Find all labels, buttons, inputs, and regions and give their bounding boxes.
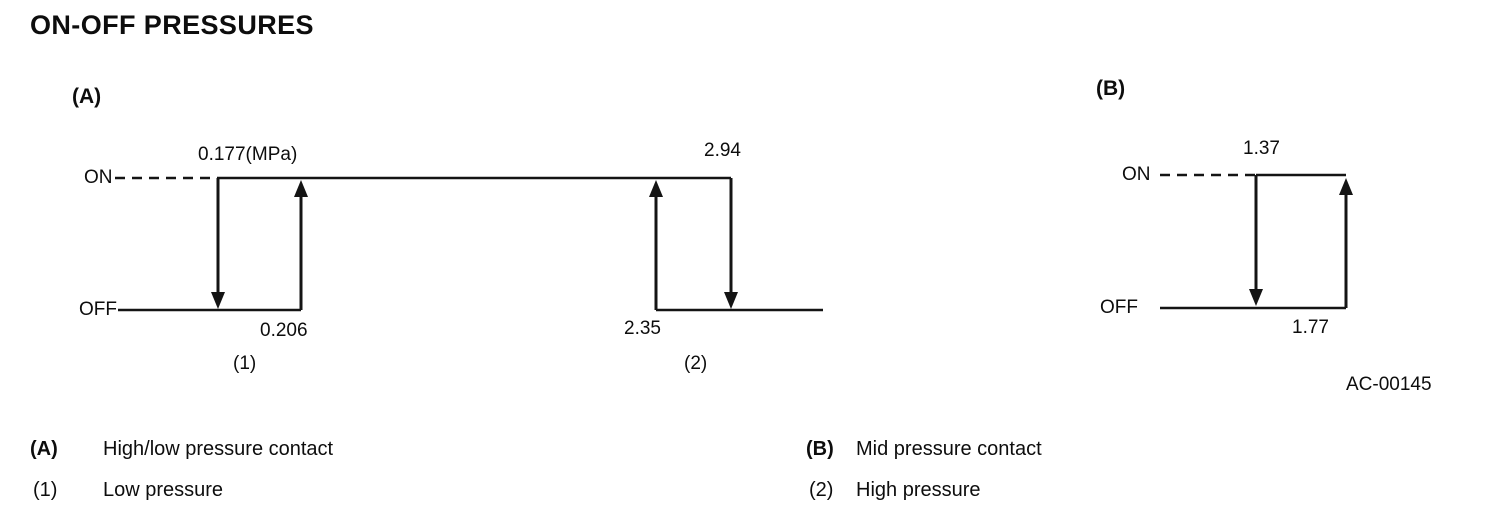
a-low-on-up-arrow <box>294 180 308 310</box>
a-callout-2: (2) <box>684 353 708 374</box>
a-high-on-up-arrow <box>649 180 663 310</box>
b-off-value: 1.37 <box>1243 138 1280 159</box>
page-title: ON-OFF PRESSURES <box>30 10 314 40</box>
b-on-label: ON <box>1122 164 1151 185</box>
a-low-off-down-arrow <box>211 178 225 309</box>
diagram-a-linework <box>115 176 823 312</box>
a-low-on-value: 0.206 <box>260 320 308 341</box>
legend-b-key: (B) <box>806 438 834 460</box>
legend-1-key: (1) <box>33 479 58 501</box>
figure-code: AC-00145 <box>1346 374 1432 395</box>
diagram-b-linework <box>1160 173 1353 310</box>
a-on-label: ON <box>84 167 113 188</box>
b-on-value: 1.77 <box>1292 317 1329 338</box>
b-on-up-arrow <box>1339 178 1353 308</box>
legend-2-key: (2) <box>809 479 834 501</box>
diagram-b-label: (B) <box>1096 77 1126 100</box>
legend-1-text: Low pressure <box>103 479 224 501</box>
legend-a-key: (A) <box>30 438 58 460</box>
legend-a-text: High/low pressure contact <box>103 438 334 460</box>
legend-2-text: High pressure <box>856 479 981 501</box>
b-off-down-arrow <box>1249 175 1263 306</box>
a-off-label: OFF <box>79 299 117 320</box>
a-high-on-value: 2.35 <box>624 318 661 339</box>
legend-b-text: Mid pressure contact <box>856 438 1042 460</box>
a-high-off-value: 2.94 <box>704 140 741 161</box>
diagram-a-label: (A) <box>72 85 102 108</box>
a-callout-1: (1) <box>233 353 257 374</box>
b-off-label: OFF <box>1100 297 1138 318</box>
a-low-off-value: 0.177(MPa) <box>198 144 298 165</box>
a-high-off-down-arrow <box>724 178 738 309</box>
